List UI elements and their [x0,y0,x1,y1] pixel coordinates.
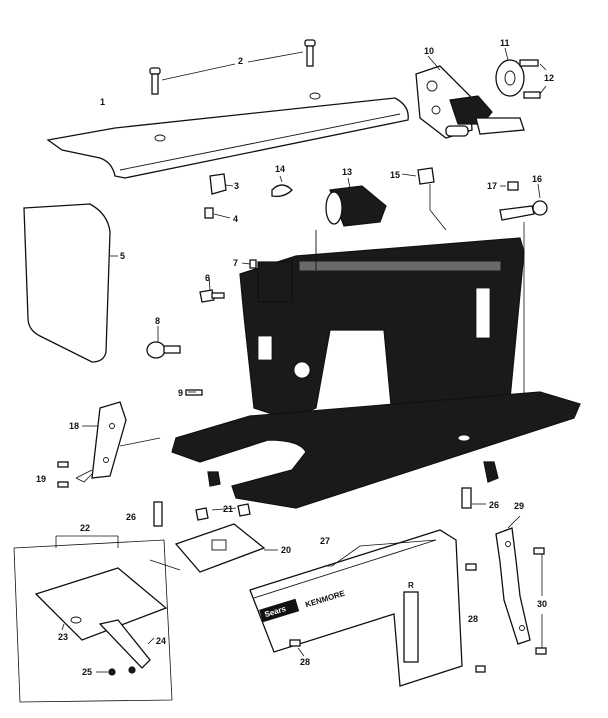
label-19: 19 [36,474,46,484]
label-14: 14 [275,164,285,174]
label-28-right: 28 [468,614,478,624]
label-24: 24 [156,636,166,646]
knob-part [146,326,203,396]
bed-screws-part [153,487,486,527]
label-1: 1 [100,97,105,107]
label-26-left: 26 [126,512,136,522]
side-cover-part [23,203,118,363]
label-4: 4 [233,214,238,224]
bobbin-winder-part [325,177,387,227]
label-16: 16 [532,174,542,184]
label-7: 7 [233,258,238,268]
top-cover-screws-part [149,39,316,95]
label-13: 13 [342,167,352,177]
label-3: 3 [234,181,239,191]
label-8: 8 [155,316,160,326]
label-17: 17 [487,181,497,191]
label-18: 18 [69,421,79,431]
label-6: 6 [205,273,210,283]
label-12: 12 [544,73,554,83]
label-15: 15 [390,170,400,180]
throat-plate-part [174,503,278,573]
label-20: 20 [281,545,291,555]
part-number-labels: 1 2 3 4 5 6 7 8 9 10 11 12 13 14 15 16 1… [36,38,554,677]
label-2: 2 [238,56,243,66]
top-cover-part [46,92,409,179]
spring-clip-part [271,175,293,198]
label-25: 25 [82,667,92,677]
hinge-bracket-part [57,401,161,488]
take-up-mechanism-part [415,47,547,139]
spool-pin-cap-part [401,167,447,231]
set-screws-part [199,259,257,303]
machine-bed [171,391,581,509]
label-11: 11 [500,38,510,48]
label-23: 23 [58,632,68,642]
label-21: 21 [223,504,233,514]
label-10: 10 [424,46,434,56]
slide-plate-inset [13,535,181,703]
label-5: 5 [120,251,125,261]
label-30: 30 [537,599,547,609]
label-28-bottom: 28 [300,657,310,667]
lever-bracket-part [495,515,547,655]
label-22: 22 [80,523,90,533]
latch-part [204,173,234,219]
label-26-right: 26 [489,500,499,510]
label-29: 29 [514,501,524,511]
front-cover-part: Sears KENMORE R [249,529,486,687]
label-9: 9 [178,388,183,398]
label-27: 27 [320,536,330,546]
letter-text: R [408,581,414,590]
